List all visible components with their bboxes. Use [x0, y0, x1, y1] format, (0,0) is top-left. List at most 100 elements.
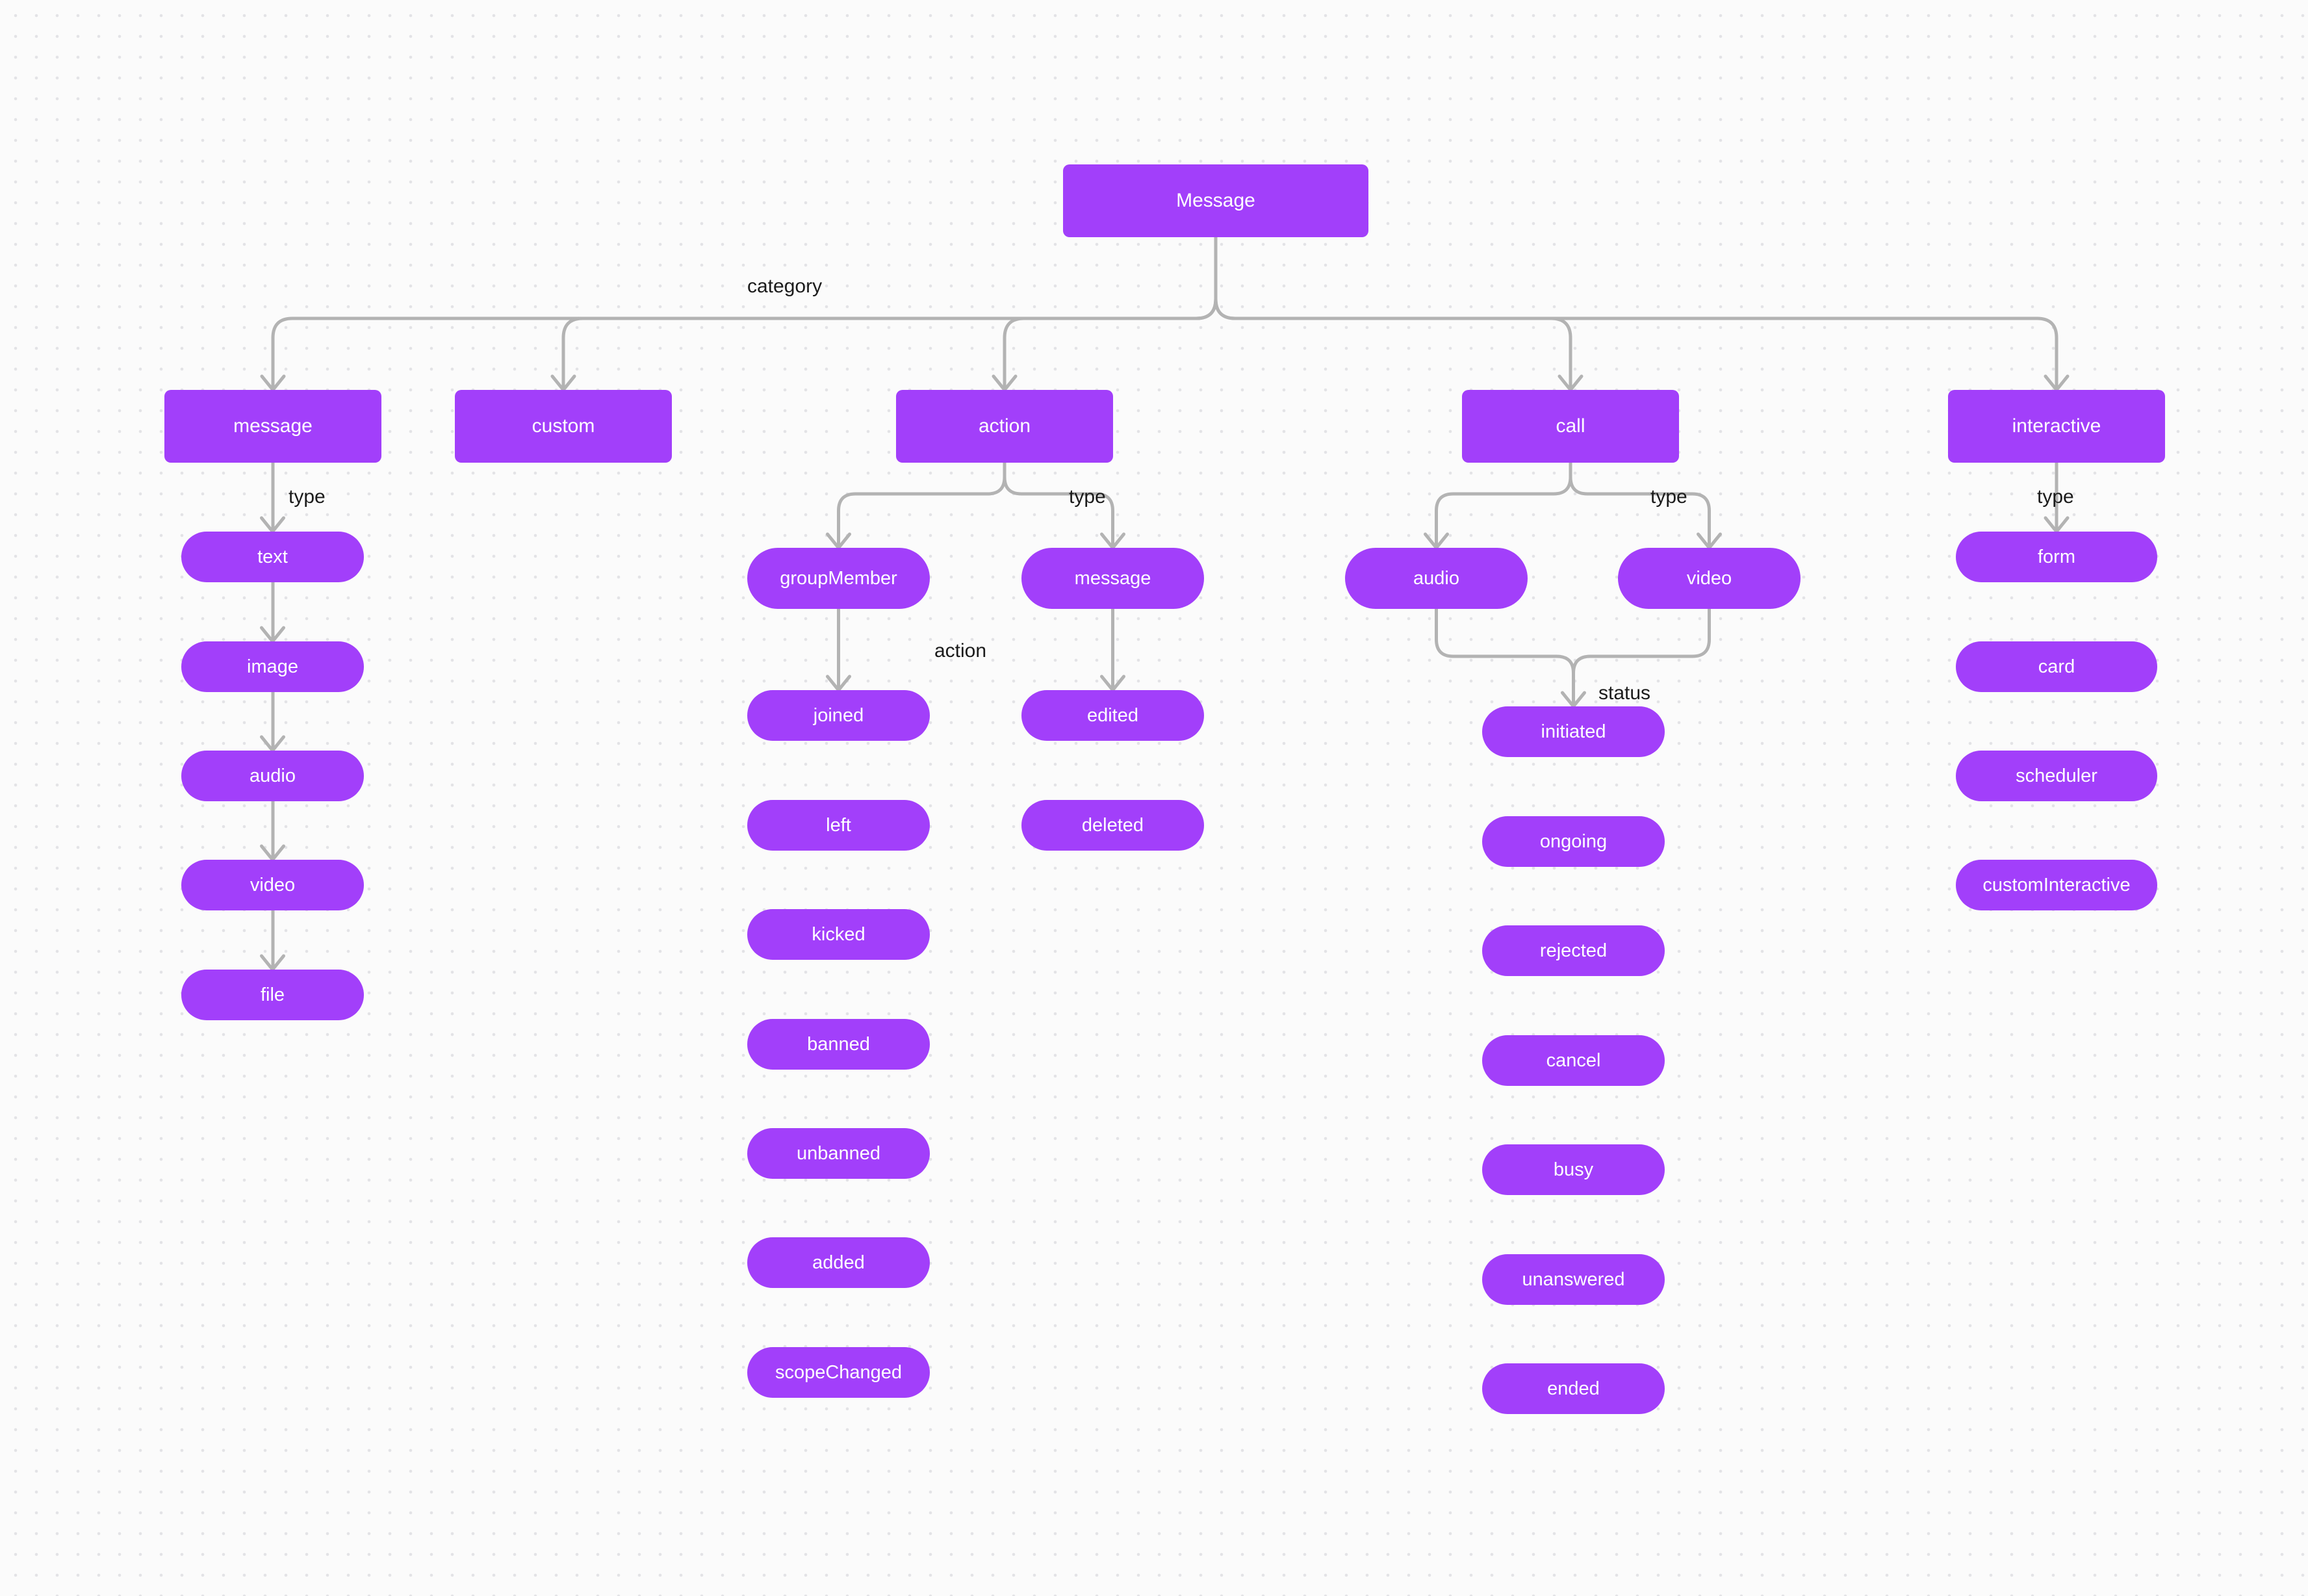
node-label: groupMember [780, 567, 897, 589]
node-type-video[interactable]: video [1618, 548, 1801, 609]
node-type-groupmember[interactable]: groupMember [747, 548, 930, 609]
node-status-cancel[interactable]: cancel [1482, 1035, 1665, 1086]
edge-category-message-arrowhead [260, 374, 286, 392]
node-label: action [978, 415, 1031, 437]
node-label: edited [1086, 704, 1138, 726]
node-type-file[interactable]: file [181, 970, 364, 1020]
edge-type-call-video-arrowhead [1697, 532, 1722, 550]
node-label: audio [1413, 567, 1459, 589]
node-label: rejected [1539, 940, 1608, 961]
node-label: video [250, 874, 296, 895]
node-label: deleted [1081, 814, 1144, 836]
node-action-kicked[interactable]: kicked [747, 909, 930, 960]
node-type-image[interactable]: image [181, 641, 364, 692]
node-status-initiated[interactable]: initiated [1482, 706, 1665, 757]
node-type-custominteractive[interactable]: customInteractive [1956, 860, 2157, 910]
edge-type-message-audio-arrowhead [260, 735, 285, 753]
edge-category-call-line [1214, 235, 1572, 391]
node-label: unbanned [796, 1142, 881, 1164]
node-type-text[interactable]: text [181, 532, 364, 582]
node-type-audio[interactable]: audio [1345, 548, 1528, 609]
node-action-banned[interactable]: banned [747, 1019, 930, 1070]
node-type-audio[interactable]: audio [181, 751, 364, 801]
node-label: added [812, 1252, 865, 1273]
edge-type-message-video-arrowhead [260, 844, 285, 862]
edge-category-custom-line [561, 235, 1218, 391]
node-label: scopeChanged [775, 1361, 903, 1383]
edge-action-message-arrowhead [1100, 675, 1125, 692]
node-type-video[interactable]: video [181, 860, 364, 910]
node-label: image [247, 656, 298, 677]
edge-category-action-arrowhead [992, 374, 1018, 392]
node-status-rejected[interactable]: rejected [1482, 925, 1665, 976]
node-category-action[interactable]: action [896, 390, 1113, 463]
node-label: ongoing [1539, 830, 1608, 852]
node-status-ongoing[interactable]: ongoing [1482, 816, 1665, 867]
node-label: scheduler [2016, 765, 2097, 786]
node-label: card [2038, 656, 2075, 677]
node-action-deleted[interactable]: deleted [1021, 800, 1204, 851]
node-type-scheduler[interactable]: scheduler [1956, 751, 2157, 801]
edge-label-type-2: type [1069, 486, 1106, 508]
node-category-custom[interactable]: custom [455, 390, 672, 463]
node-type-card[interactable]: card [1956, 641, 2157, 692]
node-label: ended [1547, 1378, 1600, 1399]
edge-status-merge-audio-line [1435, 607, 1575, 707]
node-type-form[interactable]: form [1956, 532, 2157, 582]
edge-status-arrowhead [1561, 691, 1586, 708]
node-label: message [233, 415, 313, 437]
edge-type-call-video-line [1569, 461, 1711, 548]
node-category-interactive[interactable]: interactive [1948, 390, 2165, 463]
edge-label-category-0: category [747, 276, 823, 297]
node-label: message [1074, 567, 1151, 589]
node-action-joined[interactable]: joined [747, 690, 930, 741]
node-label: text [257, 546, 288, 567]
node-action-unbanned[interactable]: unbanned [747, 1128, 930, 1179]
node-label: initiated [1541, 721, 1606, 742]
node-label: call [1556, 415, 1585, 437]
node-action-edited[interactable]: edited [1021, 690, 1204, 741]
edge-category-message-line [271, 235, 1218, 391]
edge-category-action-line [1003, 235, 1218, 391]
node-status-busy[interactable]: busy [1482, 1144, 1665, 1195]
edge-category-interactive-arrowhead [2044, 374, 2070, 392]
node-label: left [826, 814, 851, 836]
node-label: customInteractive [1982, 874, 2131, 895]
node-action-scopechanged[interactable]: scopeChanged [747, 1347, 930, 1398]
edge-label-type-1: type [288, 486, 326, 508]
edge-type-message-image-arrowhead [260, 626, 285, 643]
edge-type-message-file-arrowhead [260, 954, 285, 972]
edge-category-interactive-line [1214, 235, 2058, 391]
node-status-unanswered[interactable]: unanswered [1482, 1254, 1665, 1305]
edge-type-interactive-arrowhead [2044, 516, 2070, 534]
node-label: unanswered [1522, 1268, 1625, 1290]
node-root-message[interactable]: Message [1063, 164, 1368, 237]
node-label: custom [532, 415, 595, 437]
node-label: form [2038, 546, 2075, 567]
node-action-left[interactable]: left [747, 800, 930, 851]
node-action-added[interactable]: added [747, 1237, 930, 1288]
edge-label-type-4: type [2037, 486, 2074, 508]
edge-type-call-audio-line [1435, 461, 1572, 548]
node-type-message[interactable]: message [1021, 548, 1204, 609]
node-status-ended[interactable]: ended [1482, 1363, 1665, 1414]
node-label: banned [807, 1033, 870, 1055]
edge-category-custom-arrowhead [550, 374, 576, 392]
node-label: joined [813, 704, 864, 726]
node-label: Message [1176, 190, 1255, 211]
node-label: busy [1553, 1159, 1594, 1180]
edge-label-action-5: action [934, 640, 987, 662]
edge-category-call-arrowhead [1558, 374, 1584, 392]
node-category-call[interactable]: call [1462, 390, 1679, 463]
node-label: video [1686, 567, 1732, 589]
node-category-message[interactable]: message [164, 390, 381, 463]
node-label: cancel [1546, 1049, 1601, 1071]
edge-type-message-text-arrowhead [260, 516, 285, 534]
edge-label-type-3: type [1650, 486, 1687, 508]
edge-type-action-groupmember-arrowhead [826, 532, 851, 550]
edge-action-groupmember-arrowhead [826, 675, 851, 692]
node-label: kicked [812, 923, 866, 945]
edge-label-status-6: status [1598, 682, 1651, 704]
node-label: audio [250, 765, 296, 786]
